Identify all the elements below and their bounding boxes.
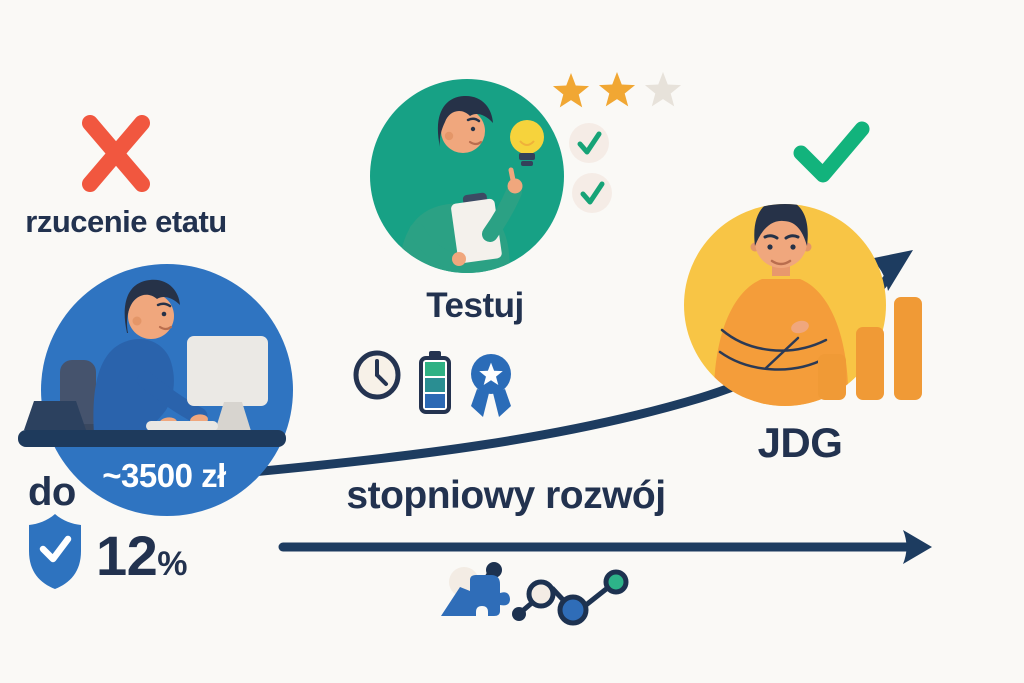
check-mark-icon	[793, 121, 870, 183]
network-graph-icon	[512, 569, 629, 626]
laptop-icon	[24, 401, 86, 430]
person-torso	[713, 279, 849, 406]
quit-job-label: rzucenie etatu	[25, 204, 227, 239]
clock-icon	[353, 350, 401, 400]
lightbulb-icon	[510, 120, 544, 166]
check-badge	[569, 123, 609, 163]
tax-value: 12	[96, 524, 158, 587]
employee-illustration	[18, 264, 293, 516]
person-head	[755, 216, 807, 268]
person-torso	[93, 339, 174, 434]
monitor	[187, 336, 268, 406]
person-hair	[437, 95, 493, 147]
tax-unit: %	[157, 545, 188, 583]
person-hair	[754, 204, 808, 246]
shield-check-icon	[29, 514, 81, 589]
growth-curve-arrowhead	[869, 250, 913, 291]
timeline-arrow	[278, 530, 932, 564]
salary-label: ~3500 zł	[102, 457, 226, 494]
puzzle-piece-icon	[441, 562, 510, 616]
x-mark-icon	[82, 115, 150, 192]
rating-stars	[552, 72, 682, 108]
gradual-growth-label: stopniowy rozwój	[346, 474, 666, 517]
checklist-badges	[569, 123, 612, 213]
entrepreneur-illustration	[684, 204, 886, 406]
person-hair	[124, 279, 180, 333]
check-badge	[572, 173, 612, 213]
bar-chart-icon	[818, 297, 922, 400]
star-filled-icon	[598, 72, 636, 107]
tester-illustration	[370, 79, 564, 273]
battery-icon	[419, 351, 451, 414]
keyboard	[146, 421, 218, 431]
star-empty-icon	[644, 72, 682, 107]
award-badge-icon	[471, 354, 511, 417]
person-head	[128, 293, 174, 339]
desk	[18, 430, 286, 447]
test-stage-label: Testuj	[426, 286, 524, 325]
tax-rate-label: 12%	[96, 528, 216, 584]
tax-prefix-label: do	[28, 470, 76, 514]
clipboard	[451, 192, 502, 264]
jdg-stage-label: JDG	[757, 419, 843, 466]
star-filled-icon	[552, 73, 590, 108]
